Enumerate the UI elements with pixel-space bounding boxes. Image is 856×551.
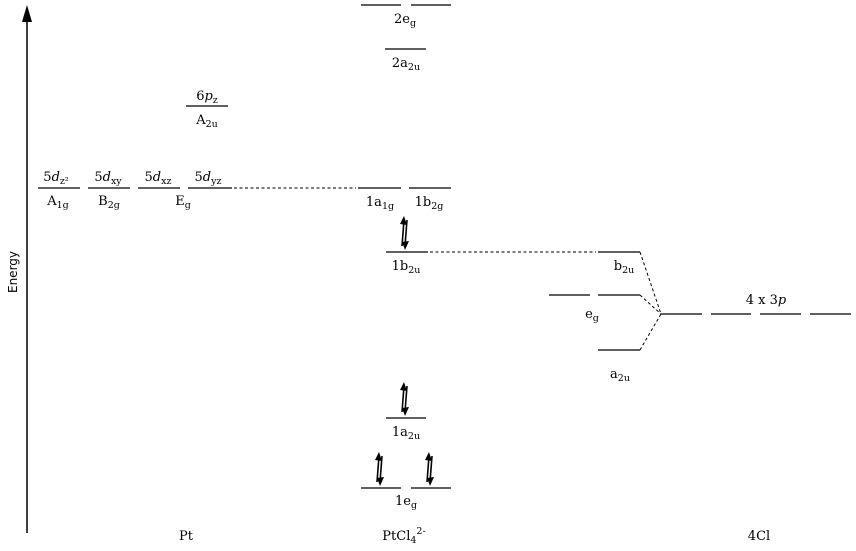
- mo-1eg-label: 1eg: [395, 494, 417, 511]
- pt-5dyz-label: 5dyz: [195, 170, 222, 187]
- column-label-4cl: 4Cl: [748, 529, 770, 544]
- mo-2a2u-label: 2a2u: [392, 56, 420, 73]
- pt-5dz2-label: 5dz²: [43, 170, 69, 187]
- mo-1b2u-electron-pair: [400, 216, 409, 250]
- pt-5dxy-label: 5dxy: [94, 170, 122, 187]
- column-label-pt: Pt: [179, 529, 194, 544]
- cl-split-eg: [639, 294, 662, 315]
- cl-b2u-label: b2u: [614, 259, 635, 276]
- cl-eg-label: eg: [585, 307, 599, 324]
- energy-axis-arrowhead: [22, 5, 32, 22]
- mo-1a1g-label: 1a1g: [366, 195, 394, 212]
- column-label-ptcl4: PtCl42-: [382, 526, 425, 546]
- mo-1b2u-label: 1b2u: [392, 259, 421, 276]
- cl-a2u-label: a2u: [610, 367, 630, 384]
- mo-1eg-electron-pair-left: [375, 452, 384, 486]
- pt-a1g-label: A1g: [46, 194, 69, 211]
- mo-1b2g-label: 1b2g: [415, 195, 444, 212]
- mo-1a2u-electron-pair: [400, 382, 409, 416]
- pt-a2u-label: A2u: [195, 113, 218, 130]
- cl-3p-label: 4 x 3p: [746, 293, 787, 308]
- mo-1a2u-label: 1a2u: [392, 425, 420, 442]
- mo-2eg-label: 2eg: [394, 12, 416, 29]
- energy-axis-label: Energy: [6, 251, 20, 293]
- pt-eg-label: Eg: [175, 194, 191, 211]
- cl-split-a2u: [639, 313, 662, 351]
- mo-1eg-electron-pair-right: [425, 452, 434, 486]
- pt-5dxz-label: 5dxz: [145, 170, 172, 187]
- cl-split-b2u: [639, 251, 662, 315]
- pt-b2g-label: B2g: [98, 194, 120, 211]
- pt-6pz-label: 6pz: [196, 89, 218, 106]
